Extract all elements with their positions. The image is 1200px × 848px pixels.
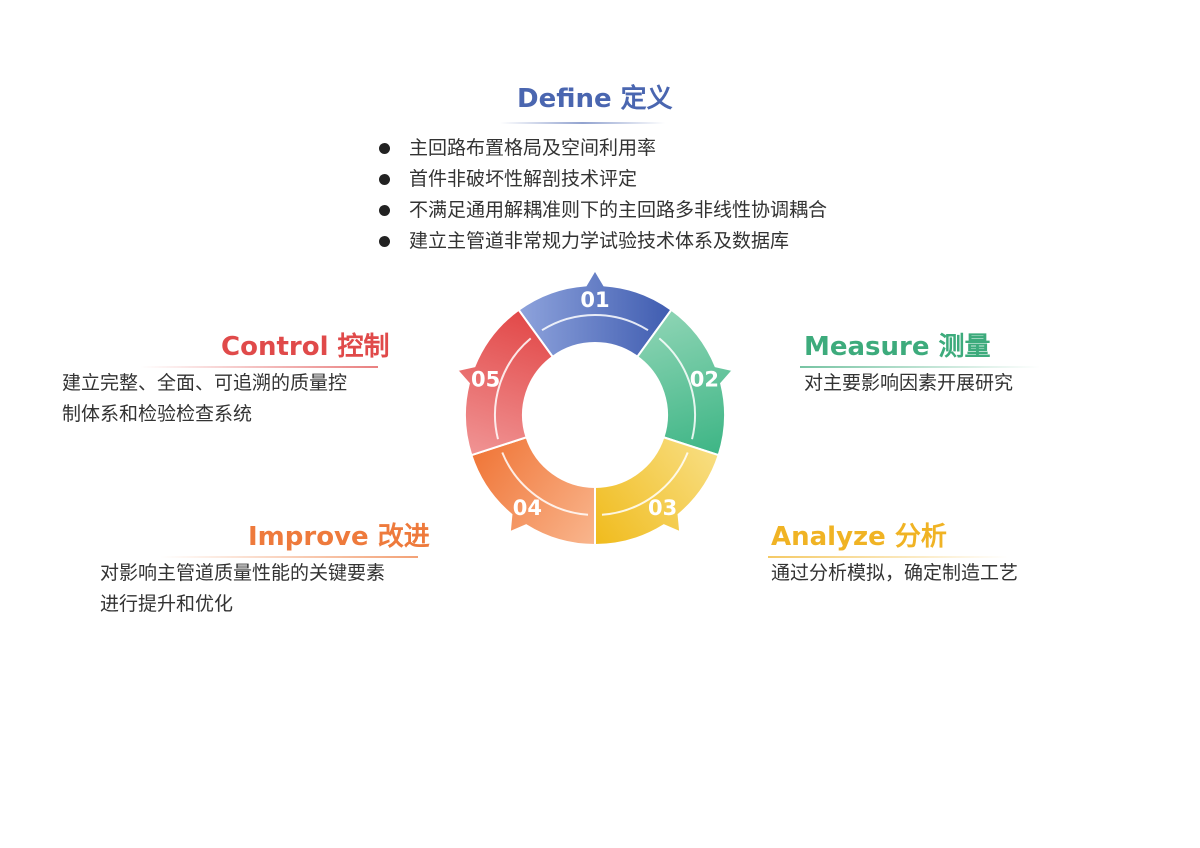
list-item: 主回路布置格局及空间利用率 xyxy=(376,133,827,164)
cycle-inner-arc xyxy=(494,337,532,440)
cycle-inner-arc xyxy=(601,452,689,516)
control-line-2: 制体系和检验检查系统 xyxy=(62,403,253,425)
cycle-number-05: 05 xyxy=(471,367,500,391)
improve-title: Improve 改进 xyxy=(248,522,430,552)
list-item: 不满足通用解耦准则下的主回路多非线性协调耦合 xyxy=(376,195,827,226)
define-list: 主回路布置格局及空间利用率 首件非破坏性解剖技术评定 不满足通用解耦准则下的主回… xyxy=(376,133,827,257)
improve-underline xyxy=(160,556,418,558)
analyze-title: Analyze 分析 xyxy=(771,522,947,552)
dmaic-cycle-diagram: 01 02 03 04 05 xyxy=(455,268,735,547)
control-underline xyxy=(140,366,378,368)
cycle-inner-arc xyxy=(501,452,589,516)
cycle-number-01: 01 xyxy=(580,288,609,312)
improve-line-1: 对影响主管道质量性能的关键要素 xyxy=(100,562,386,584)
improve-line-2: 进行提升和优化 xyxy=(100,593,234,615)
cycle-segment-analyze xyxy=(594,435,720,547)
cycle-number-02: 02 xyxy=(690,367,719,391)
control-text: 建立完整、全面、可追溯的质量控 制体系和检验检查系统 xyxy=(62,368,347,430)
cycle-inner-arc xyxy=(658,337,696,440)
measure-text: 对主要影响因素开展研究 xyxy=(804,372,1014,394)
control-line-1: 建立完整、全面、可追溯的质量控 xyxy=(62,372,348,394)
cycle-segment-define xyxy=(517,268,673,359)
cycle-number-03: 03 xyxy=(648,496,677,520)
cycle-inner-arc xyxy=(541,314,649,332)
cycle-segment-measure xyxy=(635,308,735,457)
cycle-segment-improve xyxy=(470,435,596,547)
measure-title: Measure 测量 xyxy=(804,332,991,362)
list-item: 建立主管道非常规力学试验技术体系及数据库 xyxy=(376,226,827,257)
define-underline xyxy=(500,122,665,124)
control-title: Control 控制 xyxy=(221,332,390,362)
cycle-number-04: 04 xyxy=(513,496,542,520)
analyze-text: 通过分析模拟，确定制造工艺 xyxy=(771,562,1019,584)
define-title: Define 定义 xyxy=(517,84,673,114)
measure-underline xyxy=(800,366,1040,368)
improve-text: 对影响主管道质量性能的关键要素 进行提升和优化 xyxy=(100,558,385,620)
cycle-segment-control xyxy=(455,308,555,457)
list-item: 首件非破坏性解剖技术评定 xyxy=(376,164,827,195)
analyze-underline xyxy=(768,556,1008,558)
